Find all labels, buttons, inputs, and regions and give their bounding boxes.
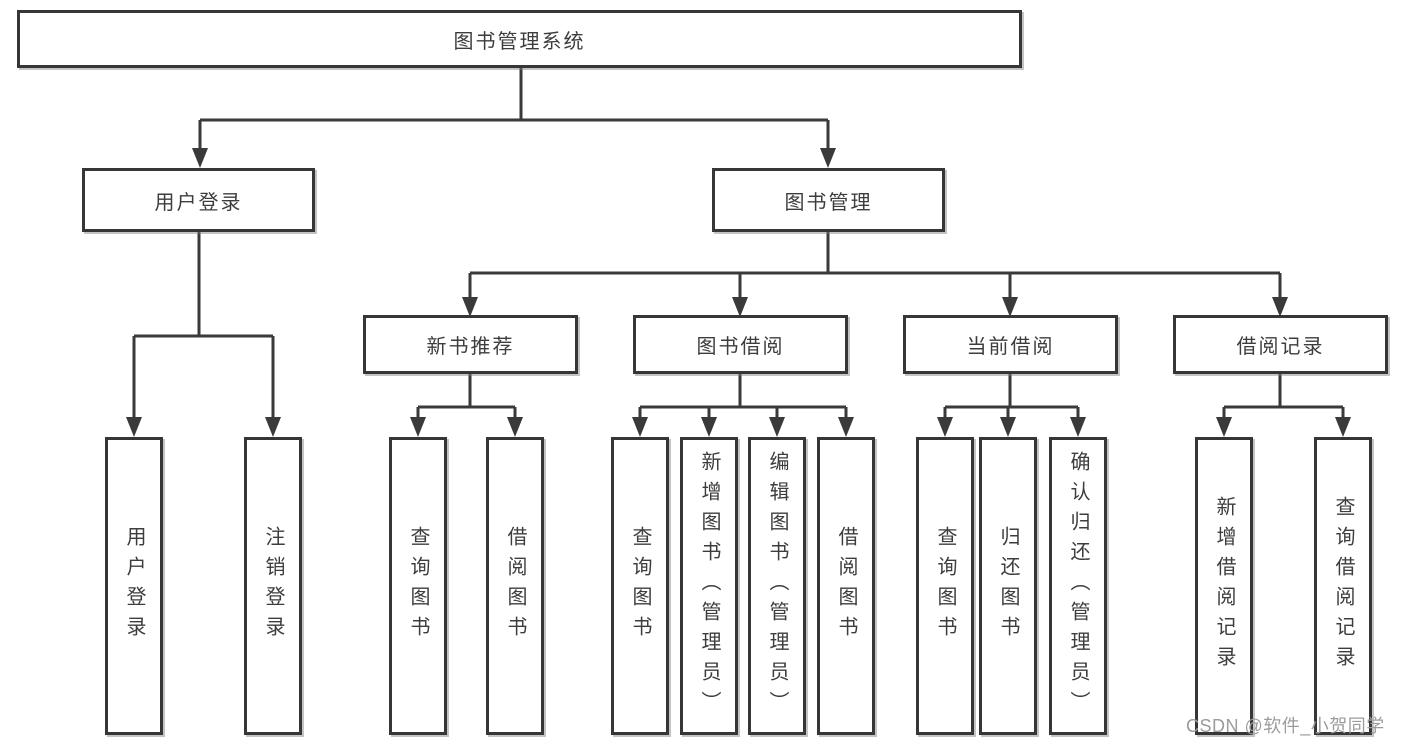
leaf-return-books: 归还图书 (979, 437, 1037, 735)
leaf-query-books-borrow: 查询图书 (611, 437, 669, 735)
node-current-borrow: 当前借阅 (903, 315, 1118, 374)
leaf-confirm-return-admin: 确认归还（管理员） (1049, 437, 1107, 735)
csdn-watermark: CSDN @软件_小贺同学 (1186, 716, 1385, 736)
leaf-query-borrow-record: 查询借阅记录 (1314, 437, 1372, 735)
node-user-login: 用户登录 (82, 168, 315, 232)
leaf-borrow-books-recommend: 借阅图书 (486, 437, 544, 735)
leaf-borrow-books: 借阅图书 (817, 437, 875, 735)
leaf-user-login: 用户登录 (105, 437, 163, 735)
leaf-add-borrow-record: 新增借阅记录 (1195, 437, 1253, 735)
node-new-book-recommend: 新书推荐 (363, 315, 578, 374)
leaf-query-books-current: 查询图书 (916, 437, 974, 735)
node-book-borrow: 图书借阅 (633, 315, 848, 374)
node-borrow-records: 借阅记录 (1173, 315, 1388, 374)
leaf-logout-login: 注销登录 (244, 437, 302, 735)
leaf-add-books-admin: 新增图书（管理员） (680, 437, 738, 735)
leaf-edit-books-admin: 编辑图书（管理员） (748, 437, 806, 735)
node-book-management: 图书管理 (712, 168, 945, 232)
leaf-query-books-recommend: 查询图书 (389, 437, 447, 735)
node-library-management-system: 图书管理系统 (17, 10, 1022, 68)
